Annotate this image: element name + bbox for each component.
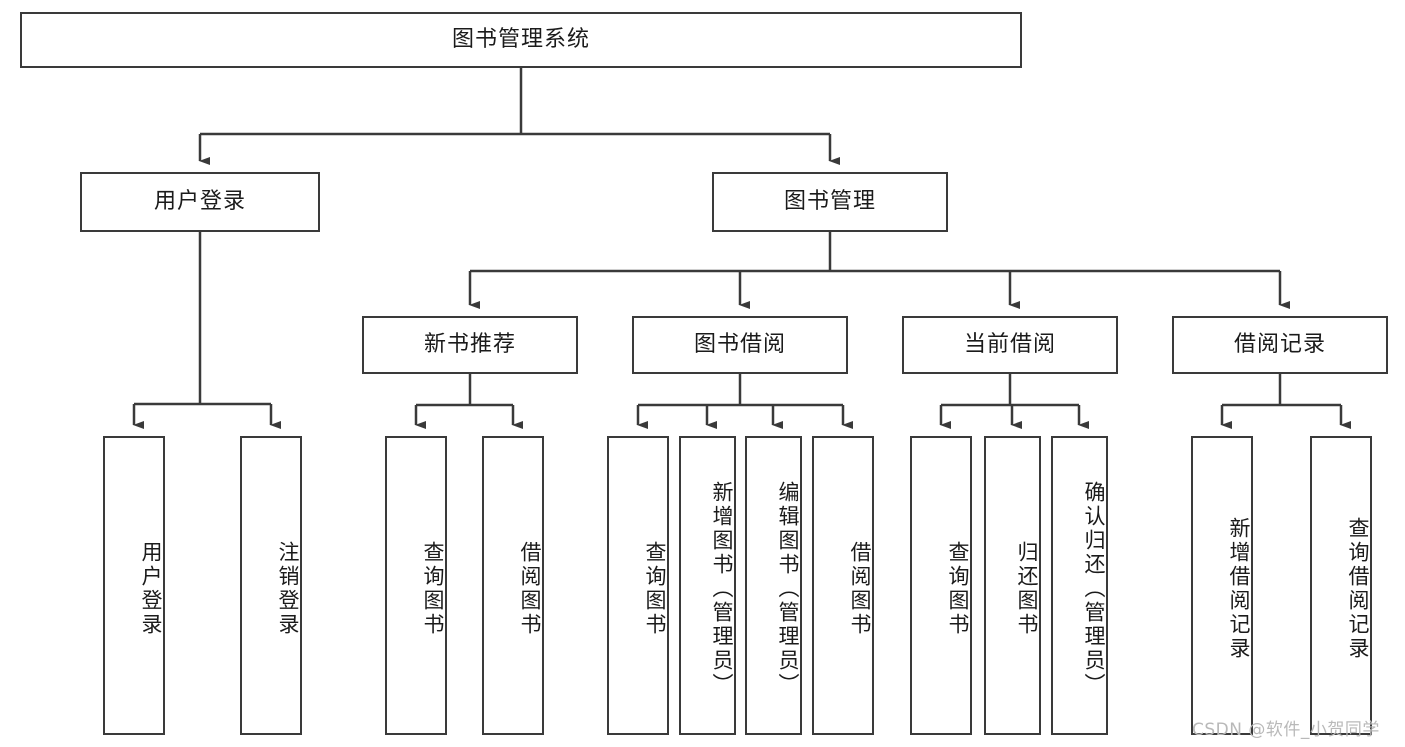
node-leaf-query-book-1-label: 查询图书 (421, 540, 445, 637)
node-leaf-confirm-return-label: 确认归还（管理员） (1082, 480, 1106, 697)
node-leaf-query-book-1[interactable]: 查询图书 (385, 436, 447, 735)
node-book-manage-label: 图书管理 (783, 189, 876, 215)
node-leaf-add-book-label: 新增图书（管理员） (710, 480, 734, 697)
node-leaf-query-book-2[interactable]: 查询图书 (607, 436, 669, 735)
node-leaf-edit-book-label: 编辑图书（管理员） (776, 480, 800, 697)
node-leaf-borrow-book-1-label: 借阅图书 (518, 540, 542, 637)
node-user-login[interactable]: 用户登录 (80, 172, 320, 232)
node-leaf-borrow-book-1[interactable]: 借阅图书 (482, 436, 544, 735)
node-leaf-add-book[interactable]: 新增图书（管理员） (679, 436, 736, 735)
node-root-label: 图书管理系统 (451, 27, 590, 53)
node-book-borrow[interactable]: 图书借阅 (632, 316, 848, 374)
node-leaf-return-book-label: 归还图书 (1015, 540, 1039, 637)
node-leaf-query-record[interactable]: 查询借阅记录 (1310, 436, 1372, 735)
node-leaf-query-book-3-label: 查询图书 (946, 540, 970, 637)
node-leaf-borrow-book-2-label: 借阅图书 (848, 540, 872, 637)
node-new-book-recommend-label: 新书推荐 (423, 332, 516, 358)
node-leaf-confirm-return[interactable]: 确认归还（管理员） (1051, 436, 1108, 735)
node-leaf-user-login[interactable]: 用户登录 (103, 436, 165, 735)
node-book-borrow-label: 图书借阅 (693, 332, 786, 358)
node-current-borrow-label: 当前借阅 (963, 332, 1056, 358)
node-leaf-add-record-label: 新增借阅记录 (1227, 516, 1251, 661)
node-borrow-record-label: 借阅记录 (1233, 332, 1326, 358)
node-leaf-query-book-2-label: 查询图书 (643, 540, 667, 637)
node-new-book-recommend[interactable]: 新书推荐 (362, 316, 578, 374)
node-leaf-borrow-book-2[interactable]: 借阅图书 (812, 436, 874, 735)
node-user-login-label: 用户登录 (153, 189, 246, 215)
node-leaf-return-book[interactable]: 归还图书 (984, 436, 1041, 735)
node-borrow-record[interactable]: 借阅记录 (1172, 316, 1388, 374)
csdn-watermark: CSDN @软件_小贺同学 (1192, 720, 1380, 740)
node-leaf-user-login-label: 用户登录 (139, 540, 163, 637)
node-leaf-user-logout-label: 注销登录 (276, 540, 300, 637)
node-leaf-edit-book[interactable]: 编辑图书（管理员） (745, 436, 802, 735)
node-root[interactable]: 图书管理系统 (20, 12, 1022, 68)
node-leaf-user-logout[interactable]: 注销登录 (240, 436, 302, 735)
node-leaf-query-book-3[interactable]: 查询图书 (910, 436, 972, 735)
node-book-manage[interactable]: 图书管理 (712, 172, 948, 232)
node-leaf-add-record[interactable]: 新增借阅记录 (1191, 436, 1253, 735)
node-leaf-query-record-label: 查询借阅记录 (1346, 516, 1370, 661)
node-current-borrow[interactable]: 当前借阅 (902, 316, 1118, 374)
